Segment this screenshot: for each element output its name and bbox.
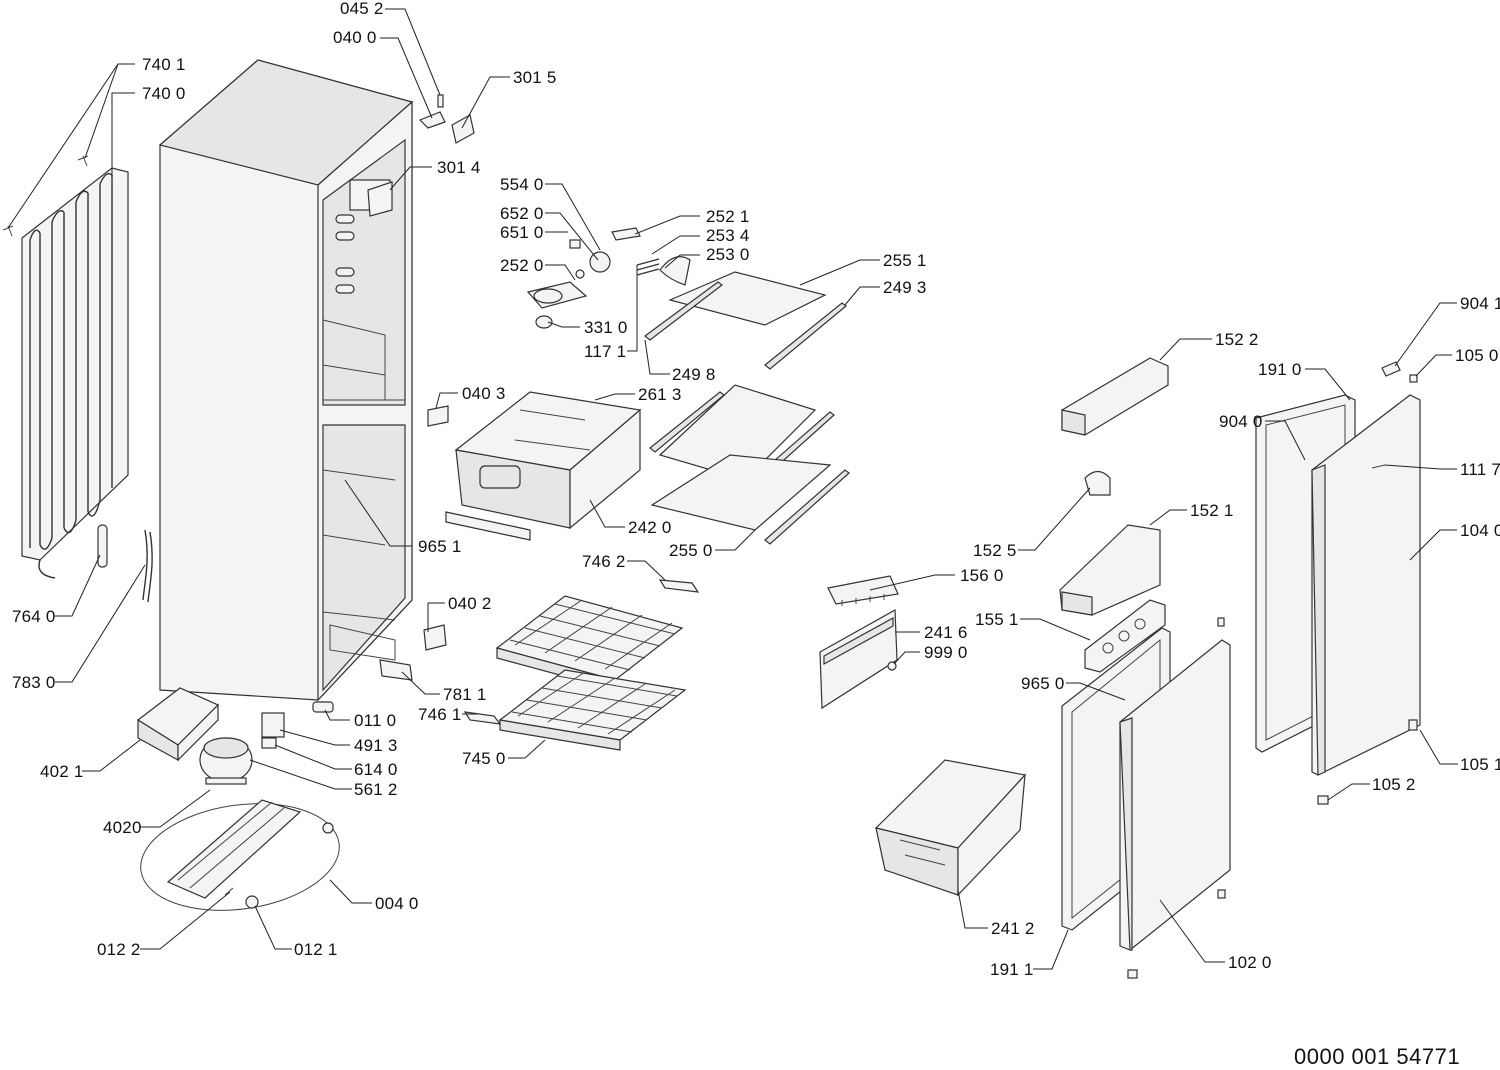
flap-156-part — [827, 575, 899, 606]
callout-4020: 4020 — [103, 818, 142, 837]
egg-tray-155-1-part — [1084, 599, 1166, 673]
bottom-bracket-parts — [379, 405, 449, 681]
callout-156-0: 156 0 — [960, 566, 1004, 585]
callout-740-1: 740 1 — [142, 55, 186, 74]
callout-241-6: 241 6 — [924, 623, 968, 642]
callout-554-0: 554 0 — [500, 175, 544, 194]
callout-904-1: 904 1 — [1460, 294, 1500, 313]
callout-253-0: 253 0 — [706, 245, 750, 264]
callout-040-0: 040 0 — [333, 28, 377, 47]
callout-614-0: 614 0 — [354, 760, 398, 779]
callout-152-5: 152 5 — [973, 541, 1017, 560]
glass-shelf-upper-part — [644, 271, 847, 370]
callout-965-0: 965 0 — [1021, 674, 1065, 693]
callout-261-3: 261 3 — [638, 385, 682, 404]
callout-491-3: 491 3 — [354, 736, 398, 755]
callout-012-1: 012 1 — [294, 940, 338, 959]
relay-parts — [261, 712, 285, 749]
callout-045-2: 045 2 — [340, 0, 384, 18]
thermostat-light-assembly — [526, 227, 691, 329]
callout-740-0: 740 0 — [142, 84, 186, 103]
callout-111-7: 111 7 — [1460, 460, 1500, 479]
callout-252-1: 252 1 — [706, 207, 750, 226]
callout-105-1: 105 1 — [1460, 755, 1500, 774]
callout-241-2: 241 2 — [991, 919, 1035, 938]
handle-746-2-part — [658, 579, 700, 593]
condenser-part — [2, 155, 129, 579]
bushing-105-2-part — [1317, 795, 1329, 805]
callout-999-0: 999 0 — [924, 643, 968, 662]
wire-basket-lower-part — [498, 669, 687, 751]
callout-746-2: 746 2 — [582, 552, 626, 571]
callout-561-2: 561 2 — [354, 780, 398, 799]
callout-152-1: 152 1 — [1190, 501, 1234, 520]
callout-764-0: 764 0 — [12, 607, 56, 626]
callout-040-2: 040 2 — [448, 594, 492, 613]
callout-249-3: 249 3 — [883, 278, 927, 297]
callout-249-8: 249 8 — [672, 365, 716, 384]
bushing-lower-part — [1127, 969, 1138, 979]
callout-904-0: 904 0 — [1219, 412, 1263, 431]
bushing-lower-right-part — [1217, 889, 1226, 899]
callout-301-4: 301 4 — [437, 158, 481, 177]
compressor-tray-part — [136, 687, 220, 762]
callout-117-1: 117 1 — [584, 342, 627, 361]
cabinet-part — [158, 59, 414, 713]
callout-191-1: 191 1 — [990, 960, 1034, 979]
base-plate-part — [140, 799, 340, 911]
door-bin-152-2-part — [1061, 357, 1169, 436]
callout-155-1: 155 1 — [975, 610, 1019, 629]
lower-door-part — [1119, 639, 1231, 951]
callout-105-0: 105 0 — [1455, 346, 1499, 365]
flap-241-6-part — [819, 608, 898, 710]
top-hinge-parts — [367, 94, 475, 217]
chiller-drawer-part — [445, 391, 642, 541]
callout-253-4: 253 4 — [706, 226, 750, 245]
callout-152-2: 152 2 — [1215, 330, 1259, 349]
callout-402-1: 402 1 — [40, 762, 84, 781]
handle-746-1-part — [463, 711, 502, 725]
callout-301-5: 301 5 — [513, 68, 557, 87]
callout-255-1: 255 1 — [883, 251, 927, 270]
document-number: 0000 001 54771 — [1294, 1044, 1461, 1069]
callout-011-0: 011 0 — [354, 711, 397, 730]
freezer-drawer-part — [874, 759, 1027, 897]
callout-012-2: 012 2 — [97, 940, 141, 959]
hinge-904-1-part — [1381, 361, 1401, 377]
clip-152-5-part — [1084, 470, 1111, 496]
callout-242-0: 242 0 — [628, 518, 672, 537]
callout-783-0: 783 0 — [12, 673, 56, 692]
callout-102-0: 102 0 — [1228, 953, 1272, 972]
callout-746-1: 746 1 — [418, 705, 462, 724]
callout-252-0: 252 0 — [500, 256, 544, 275]
callout-255-0: 255 0 — [669, 541, 713, 560]
compressor-part — [199, 737, 253, 785]
callout-104-0: 104 0 — [1460, 521, 1500, 540]
callout-191-0: 191 0 — [1258, 360, 1302, 379]
door-bin-152-1-part — [1059, 524, 1161, 616]
callout-745-0: 745 0 — [462, 749, 506, 768]
upper-door-part — [1311, 394, 1421, 776]
callout-105-2: 105 2 — [1372, 775, 1416, 794]
pin-965-part — [1217, 617, 1225, 627]
glass-shelf-lower-part — [650, 454, 850, 545]
callout-004-0: 004 0 — [375, 894, 419, 913]
callout-331-0: 331 0 — [584, 318, 628, 337]
callout-040-3: 040 3 — [462, 384, 506, 403]
callout-leader-lines — [7, 8, 1458, 970]
callout-652-0: 652 0 — [500, 204, 544, 223]
callout-651-0: 651 0 — [500, 223, 544, 242]
callout-965-1: 965 1 — [418, 537, 462, 556]
drain-tube-part — [97, 524, 153, 603]
callout-781-1: 781 1 — [443, 685, 487, 704]
bushing-105-0-part — [1409, 374, 1418, 383]
bushing-105-1-part — [1408, 719, 1418, 731]
